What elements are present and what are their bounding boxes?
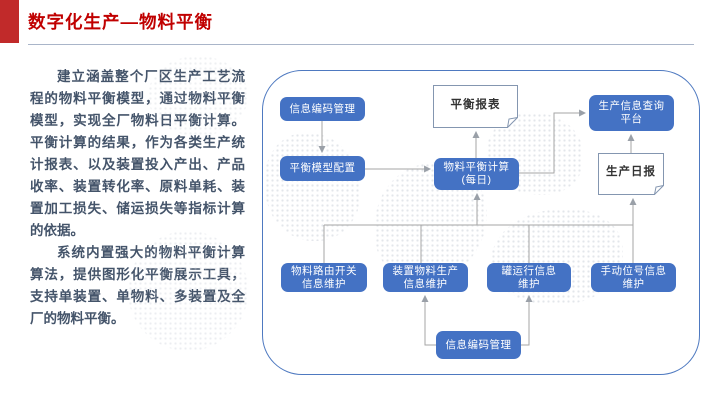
doc-daily-report: 生产日报: [598, 153, 664, 195]
document-shape-icon: [433, 85, 518, 128]
node-material-route-switch-maint: 物料路由开关 信息维护: [281, 263, 367, 292]
doc-balance-report-label: 平衡报表: [450, 98, 501, 111]
node-manual-tag-maint: 手动位号信息 维护: [591, 263, 676, 292]
doc-daily-report-label: 生产日报: [606, 166, 656, 179]
diagram-panel: 信息编码管理 平衡模型配置 物料平衡计算 (每日) 生产信息查询 平台 物料路由…: [128, 56, 700, 375]
node-info-code-mgmt-bottom: 信息编码管理: [436, 331, 521, 359]
page-title: 数字化生产—物料平衡: [28, 12, 213, 32]
header-divider: [28, 44, 694, 45]
paragraph-2: 系统内置强大的物料平衡计算算法，提供图形化平衡展示工具，支持单装置、单物料、多装…: [30, 245, 245, 326]
node-balance-model-config: 平衡模型配置: [280, 156, 365, 181]
doc-balance-report: 平衡报表: [433, 85, 518, 128]
node-info-code-mgmt-top: 信息编码管理: [280, 97, 365, 121]
node-tank-operation-maint: 罐运行信息 维护: [487, 263, 571, 292]
red-accent-bar: [0, 0, 19, 43]
connector-lines: [318, 109, 637, 346]
paragraph-1: 建立涵盖整个厂区生产工艺流程的物料平衡模型，通过物料平衡模型，实现全厂物料日平衡…: [30, 69, 245, 238]
node-prod-info-query-platform: 生产信息查询 平台: [589, 95, 674, 131]
node-material-balance-calc: 物料平衡计算 (每日): [434, 158, 519, 190]
node-device-material-prod-maint: 装置物料生产 信息维护: [383, 263, 468, 292]
body-text-block: 建立涵盖整个厂区生产工艺流程的物料平衡模型，通过物料平衡模型，实现全厂物料日平衡…: [30, 66, 245, 330]
document-shape-icon: [598, 153, 664, 195]
